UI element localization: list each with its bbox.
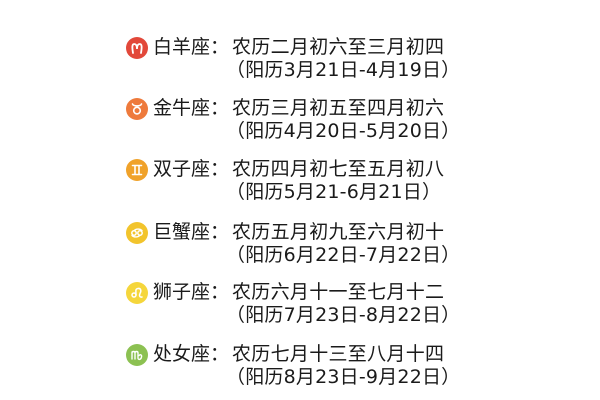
solar-date-range: （阳历5月21-6月21日） [226, 181, 442, 203]
zodiac-row-virgo: 处女座： 农历七月十三至八月十四 （阳历8月23日-9月22日） [126, 343, 486, 400]
solar-date-range: （阳历8月23日-9月22日） [226, 366, 461, 388]
leo-icon [126, 282, 148, 304]
sign-name: 白羊座： [153, 36, 230, 58]
lunar-date-range: 农历三月初五至四月初六 [232, 97, 445, 119]
sign-name: 狮子座： [153, 281, 230, 303]
lunar-date-range: 农历七月十三至八月十四 [232, 343, 445, 365]
cancer-icon [126, 222, 148, 244]
taurus-icon [126, 98, 148, 120]
sign-name: 金牛座： [153, 97, 230, 119]
zodiac-row-taurus: 金牛座： 农历三月初五至四月初六 （阳历4月20日-5月20日） [126, 97, 486, 154]
zodiac-row-aries: 白羊座： 农历二月初六至三月初四 （阳历3月21日-4月19日） [126, 36, 486, 93]
aries-icon [126, 37, 148, 59]
solar-date-range: （阳历3月21日-4月19日） [226, 59, 461, 81]
solar-date-range: （阳历7月23日-8月22日） [226, 304, 461, 326]
sign-name: 双子座： [153, 158, 230, 180]
sign-name: 巨蟹座： [153, 221, 230, 243]
virgo-icon [126, 344, 148, 366]
zodiac-row-cancer: 巨蟹座： 农历五月初九至六月初十 （阳历6月22日-7月22日） [126, 221, 486, 278]
gemini-icon [126, 159, 148, 181]
solar-date-range: （阳历4月20日-5月20日） [226, 120, 461, 142]
lunar-date-range: 农历六月十一至七月十二 [232, 281, 445, 303]
solar-date-range: （阳历6月22日-7月22日） [226, 244, 461, 266]
lunar-date-range: 农历五月初九至六月初十 [232, 221, 445, 243]
zodiac-row-gemini: 双子座： 农历四月初七至五月初八 （阳历5月21-6月21日） [126, 158, 486, 215]
zodiac-row-leo: 狮子座： 农历六月十一至七月十二 （阳历7月23日-8月22日） [126, 281, 486, 338]
lunar-date-range: 农历四月初七至五月初八 [232, 158, 445, 180]
sign-name: 处女座： [153, 343, 230, 365]
lunar-date-range: 农历二月初六至三月初四 [232, 36, 445, 58]
